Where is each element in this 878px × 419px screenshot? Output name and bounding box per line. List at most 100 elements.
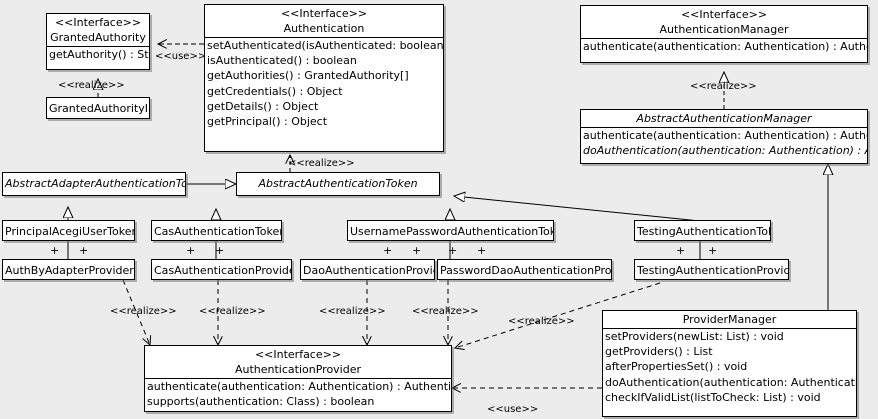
class-name-label: Authentication	[283, 22, 365, 35]
class-header: TestingAuthenticationProvider	[635, 260, 788, 279]
class-header: AbstractAuthenticationManager	[581, 110, 867, 127]
operation-row: getDetails() : Object	[207, 99, 319, 113]
operation-row: getAuthority() : String	[49, 48, 149, 61]
class-header: CasAuthenticationToken	[152, 221, 281, 240]
operation-row: getProviders() : List	[605, 345, 713, 359]
class-header: ProviderManager	[603, 311, 856, 328]
class-password-dao-authentication-provider[interactable]: PasswordDaoAuthenticationProvider	[437, 259, 612, 280]
association-marker: +	[477, 244, 487, 257]
operation-row: setProviders(newList: List) : void	[605, 330, 784, 343]
class-granted-authority-impl[interactable]: GrantedAuthorityImpl	[46, 97, 150, 119]
class-header: <<Interface>> Authentication	[205, 5, 443, 37]
operations-compartment: setAuthenticated(isAuthenticated: boolea…	[205, 37, 443, 129]
operation-row: authenticate(authentication: Authenticat…	[583, 40, 867, 53]
class-name-label: UsernamePasswordAuthenticationToken	[350, 225, 553, 238]
edge-label-use-authentication-grantedauthority: <<use>>	[155, 51, 207, 62]
class-name-label: AbstractAuthenticationManager	[636, 112, 812, 125]
class-header: PasswordDaoAuthenticationProvider	[438, 260, 611, 279]
operation-row: doAuthentication(authentication: Authent…	[583, 144, 867, 158]
class-dao-authentication-provider[interactable]: DaoAuthenticationProvider	[300, 259, 435, 280]
edge-label-realize-password-dao-authentication-provider: <<realize>>	[412, 306, 479, 317]
class-header: DaoAuthenticationProvider	[301, 260, 434, 279]
association-marker: +	[79, 244, 89, 257]
operations-compartment: authenticate(authentication: Authenticat…	[581, 38, 867, 54]
association-marker: +	[676, 244, 686, 257]
class-testing-authentication-provider[interactable]: TestingAuthenticationProvider	[634, 259, 789, 280]
association-marker: +	[215, 244, 225, 257]
operation-row: getCredentials() : Object	[207, 84, 343, 98]
edge-label-realize-abstract-authentication-manager: <<realize>>	[690, 81, 757, 92]
edge-label-realize-auth-by-adapter-provider: <<realize>>	[110, 306, 177, 317]
edge-label-realize-cas-authentication-provider: <<realize>>	[199, 306, 266, 317]
association-marker: +	[448, 244, 458, 257]
stereotype-label: <<Interface>>	[254, 348, 342, 361]
class-authentication-manager[interactable]: <<Interface>> AuthenticationManager auth…	[580, 5, 868, 63]
class-header: PrincipalAcegiUserToken	[3, 221, 134, 240]
edge-label-realize-testing-authentication-provider: <<realize>>	[508, 316, 575, 327]
operation-row: setAuthenticated(isAuthenticated: boolea…	[207, 39, 443, 52]
class-principal-acegi-user-token[interactable]: PrincipalAcegiUserToken	[2, 220, 135, 241]
class-header: AbstractAdapterAuthenticationToken	[3, 173, 185, 194]
association-marker: +	[186, 244, 196, 257]
class-name-label: CasAuthenticationToken	[154, 225, 281, 238]
stereotype-label: <<Interface>>	[54, 16, 142, 29]
association-marker: +	[412, 244, 422, 257]
class-name-label: AuthByAdapterProvider	[5, 264, 134, 277]
operation-row: isAuthenticated() : boolean	[207, 54, 357, 68]
class-authentication[interactable]: <<Interface>> Authentication setAuthenti…	[204, 4, 444, 152]
class-authentication-provider[interactable]: <<Interface>> AuthenticationProvider aut…	[144, 345, 452, 412]
class-auth-by-adapter-provider[interactable]: AuthByAdapterProvider	[2, 259, 135, 280]
class-cas-authentication-token[interactable]: CasAuthenticationToken	[151, 220, 282, 241]
class-header: GrantedAuthorityImpl	[47, 98, 149, 118]
class-abstract-adapter-authentication-token[interactable]: AbstractAdapterAuthenticationToken	[2, 172, 186, 196]
edge-label-realize-dao-authentication-provider: <<realize>>	[319, 306, 386, 317]
class-header: AbstractAuthenticationToken	[237, 173, 439, 194]
class-abstract-authentication-token[interactable]: AbstractAuthenticationToken	[236, 172, 440, 196]
edge-label-use-provider-manager: <<use>>	[487, 404, 539, 415]
class-name-label: AuthenticationManager	[659, 23, 789, 36]
class-header: <<Interface>> AuthenticationManager	[581, 6, 867, 38]
operation-row: checkIfValidList(listToCheck: List) : vo…	[605, 390, 821, 404]
class-header: UsernamePasswordAuthenticationToken	[348, 221, 553, 240]
class-name-label: CasAuthenticationProvider	[154, 264, 291, 277]
class-header: <<Interface>> GrantedAuthority	[47, 14, 149, 46]
class-username-password-authentication-token[interactable]: UsernamePasswordAuthenticationToken	[347, 220, 554, 241]
class-header: TestingAuthenticationToken	[635, 221, 770, 240]
operations-compartment: authenticate(authentication: Authenticat…	[581, 127, 867, 158]
class-name-label: AbstractAuthenticationToken	[258, 177, 418, 190]
class-name-label: GrantedAuthority	[50, 31, 146, 44]
class-header: CasAuthenticationProvider	[152, 260, 291, 279]
stereotype-label: <<Interface>>	[280, 7, 368, 20]
class-header: AuthByAdapterProvider	[3, 260, 134, 279]
class-header: <<Interface>> AuthenticationProvider	[145, 346, 451, 378]
class-name-label: AbstractAdapterAuthenticationToken	[5, 177, 185, 190]
class-name-label: TestingAuthenticationToken	[637, 225, 770, 238]
class-granted-authority[interactable]: <<Interface>> GrantedAuthority getAuthor…	[46, 13, 150, 70]
operations-compartment: getAuthority() : String	[47, 46, 149, 62]
stereotype-label: <<Interface>>	[680, 8, 768, 21]
class-name-label: PasswordDaoAuthenticationProvider	[440, 264, 611, 277]
association-marker: +	[50, 244, 60, 257]
operation-row: authenticate(authentication: Authenticat…	[147, 380, 451, 393]
operations-compartment: authenticate(authentication: Authenticat…	[145, 378, 451, 409]
class-abstract-authentication-manager[interactable]: AbstractAuthenticationManager authentica…	[580, 109, 868, 164]
operation-row: supports(authentication: Class) : boolea…	[147, 395, 375, 409]
operation-row: getAuthorities() : GrantedAuthority[]	[207, 69, 409, 83]
class-name-label: DaoAuthenticationProvider	[303, 264, 434, 277]
class-provider-manager[interactable]: ProviderManager setProviders(newList: Li…	[602, 310, 857, 417]
edge-label-realize-grantedauthorityimpl: <<realize>>	[58, 80, 125, 91]
association-marker: +	[383, 244, 393, 257]
association-marker: +	[708, 244, 718, 257]
class-cas-authentication-provider[interactable]: CasAuthenticationProvider	[151, 259, 292, 280]
operation-row: afterPropertiesSet() : void	[605, 360, 748, 374]
class-testing-authentication-token[interactable]: TestingAuthenticationToken	[634, 220, 771, 241]
edge-label-realize-abstract-authentication-token: <<realize>>	[288, 158, 355, 169]
class-name-label: GrantedAuthorityImpl	[49, 102, 149, 115]
operation-row: getPrincipal() : Object	[207, 114, 328, 128]
class-name-label: ProviderManager	[682, 313, 777, 326]
class-name-label: AuthenticationProvider	[234, 363, 362, 376]
class-name-label: TestingAuthenticationProvider	[637, 264, 788, 277]
class-name-label: PrincipalAcegiUserToken	[5, 225, 134, 238]
operation-row: authenticate(authentication: Authenticat…	[583, 129, 867, 142]
